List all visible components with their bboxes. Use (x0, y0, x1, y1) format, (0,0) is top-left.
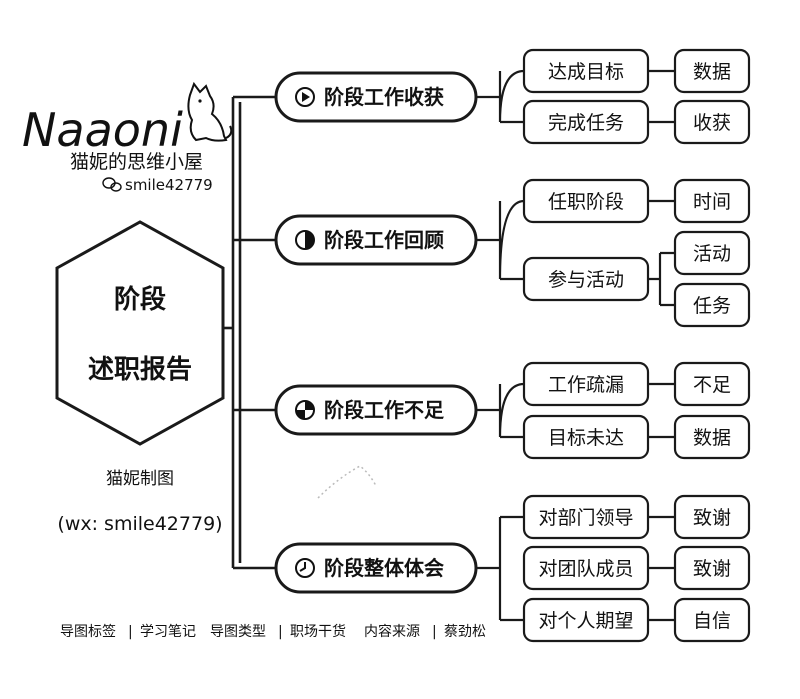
leaf-label: 任务 (693, 295, 731, 317)
center-title-line1: 阶段 (114, 284, 166, 315)
sub-node-label: 目标未达 (548, 427, 624, 449)
wechat-icon (102, 177, 122, 192)
footer-tags: 导图标签 | 学习笔记 导图类型 | 职场干货 内容来源 | 蔡劲松 (60, 623, 486, 640)
sub-node-label: 对团队成员 (538, 558, 633, 580)
leaf-node (673, 597, 751, 643)
branch-label: 阶段工作收获 (324, 85, 444, 109)
footer-tag: 导图类型 (210, 624, 266, 640)
center-title-line2: 述职报告 (88, 354, 192, 385)
sub-node-label: 达成目标 (548, 61, 624, 83)
leaf-label: 时间 (693, 191, 731, 213)
sub-node-label: 任职阶段 (548, 191, 624, 213)
footer-tag: 导图标签 (60, 623, 116, 640)
clock-icon (295, 558, 315, 578)
sub-node-label: 工作疏漏 (548, 374, 624, 396)
leaf-node (673, 414, 751, 460)
sub-node-label: 参与活动 (548, 269, 624, 291)
half-circle-icon (295, 230, 315, 250)
branch-work-gains: 阶段工作收获 达成目标 数据 完成任务 收获 (274, 48, 751, 145)
branch-label: 阶段工作回顾 (324, 228, 444, 252)
leaf-node (673, 494, 751, 540)
branch-work-review: 阶段工作回顾 任职阶段 时间 参与活动 活动 任务 (274, 178, 751, 328)
leaf-node (673, 48, 751, 94)
footer-tag: 内容来源 (364, 623, 420, 640)
leaf-label: 自信 (693, 610, 731, 632)
leaf-node (673, 545, 751, 591)
branch-overall-reflection: 阶段整体体会 对部门领导 致谢 对团队成员 致谢 对个人期望 自信 (274, 494, 751, 643)
credit-contact: (wx: smile42779) (57, 513, 222, 535)
logo: Naaoni 猫妮的思维小屋 smile42779 (22, 81, 233, 194)
branch-label: 阶段整体体会 (324, 556, 444, 580)
logo-wechat-id: smile42779 (125, 176, 213, 194)
center-node: 阶段 述职报告 (55, 220, 225, 446)
logo-script-text: Naaoni (22, 103, 183, 157)
leaf-node (673, 178, 751, 224)
leaf-node (673, 361, 751, 407)
leaf-node (673, 282, 751, 328)
center-hexagon (55, 220, 225, 446)
sub-node-label: 对部门领导 (538, 507, 633, 529)
leaf-label: 活动 (693, 243, 731, 265)
leaf-node (673, 99, 751, 145)
branch-work-shortfalls: 阶段工作不足 工作疏漏 不足 目标未达 数据 (274, 361, 751, 460)
footer-tag: 职场干货 (290, 623, 346, 640)
decorative-dotted-mark (317, 465, 377, 499)
sub-node-label: 完成任务 (548, 112, 624, 134)
sub-node-label: 对个人期望 (538, 610, 633, 632)
leaf-label: 致谢 (693, 507, 731, 529)
leaf-label: 数据 (693, 427, 731, 449)
leaf-label: 不足 (693, 374, 731, 396)
credit-author: 猫妮制图 (106, 469, 174, 489)
logo-subtitle: 猫妮的思维小屋 (70, 151, 203, 173)
footer-separator: | (432, 624, 437, 640)
leaf-label: 致谢 (693, 558, 731, 580)
footer-separator: | (128, 624, 133, 640)
cat-icon (187, 81, 233, 142)
trunk-connectors (223, 95, 276, 570)
branch-label: 阶段工作不足 (324, 398, 445, 422)
footer-tag: 蔡劲松 (444, 624, 486, 640)
leaf-label: 收获 (693, 112, 731, 134)
footer-tag: 学习笔记 (140, 624, 196, 640)
footer-separator: | (278, 624, 283, 640)
leaf-label: 数据 (693, 61, 731, 83)
pie-chart-icon (295, 400, 315, 420)
play-icon (295, 87, 315, 107)
leaf-node (673, 230, 751, 276)
